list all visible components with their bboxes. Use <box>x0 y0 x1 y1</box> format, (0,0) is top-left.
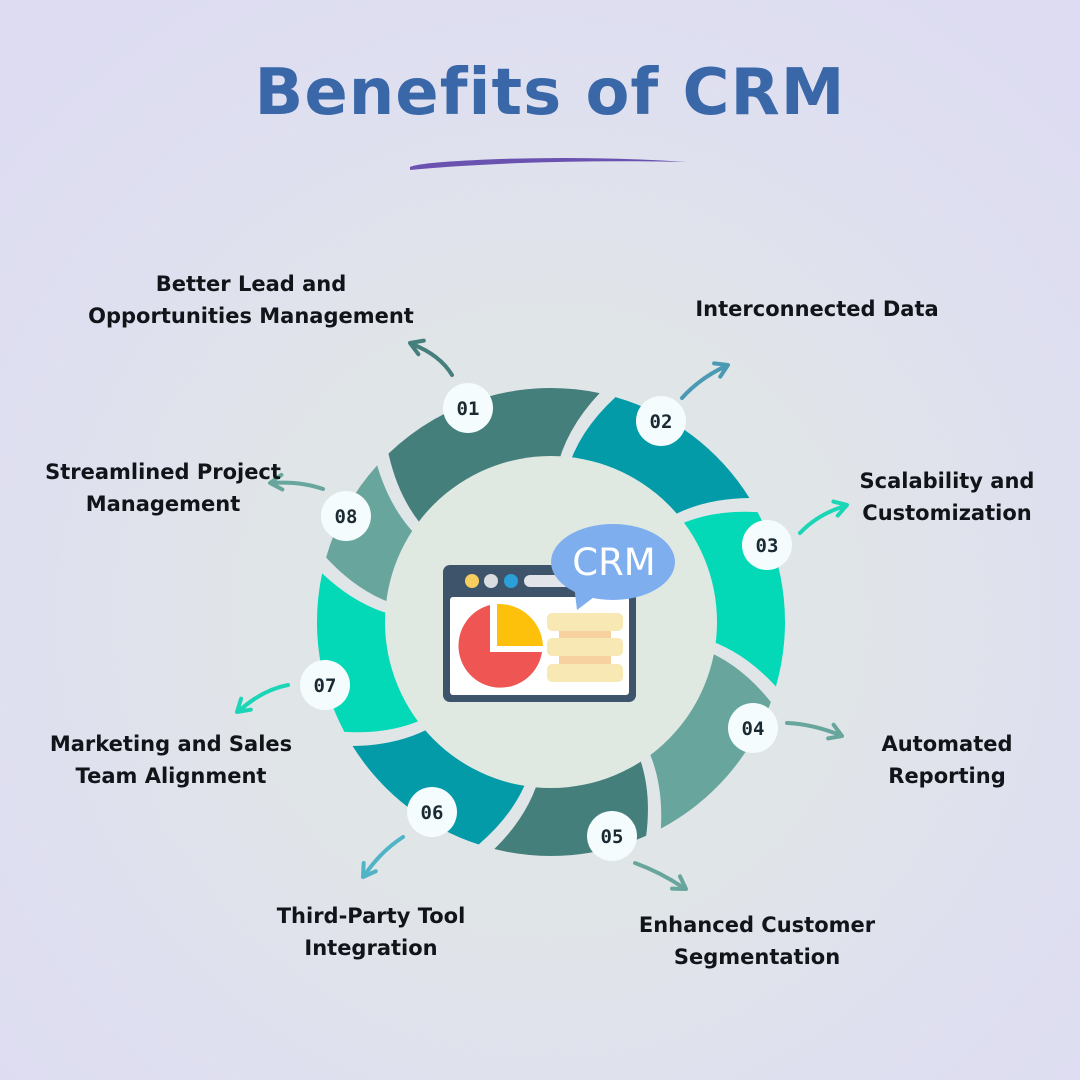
number-badge-02: 02 <box>636 396 686 446</box>
arrowhead-icon <box>831 499 849 518</box>
badge-number: 02 <box>650 411 673 433</box>
arrow-shaft <box>362 835 405 878</box>
arrow-03 <box>798 499 849 535</box>
benefit-label-line: Better Lead and <box>155 272 347 296</box>
window-dot-yellow <box>465 574 479 588</box>
benefit-label-line: Scalability and <box>859 469 1035 493</box>
benefit-label-line: Reporting <box>888 764 1006 788</box>
number-badge-01: 01 <box>443 383 493 433</box>
arrow-04 <box>785 721 844 741</box>
number-badge-03: 03 <box>742 520 792 570</box>
badge-circle <box>407 787 457 837</box>
arrow-08 <box>268 472 325 492</box>
arrowhead-icon <box>361 861 378 879</box>
page-title: Benefits of CRM <box>254 56 846 130</box>
number-badge-08: 08 <box>321 491 371 541</box>
benefit-label-line: Opportunities Management <box>88 304 414 328</box>
speech-bubble-tail <box>574 585 598 610</box>
benefit-label-line: Integration <box>304 936 438 960</box>
crm-dashboard-icon: CRM <box>443 524 675 702</box>
arrow-shaft <box>237 683 290 713</box>
benefit-label-02: Interconnected Data <box>695 293 938 325</box>
benefit-label-line: Management <box>85 492 241 516</box>
benefit-label-line: Interconnected Data <box>695 297 939 321</box>
ring-segment-04 <box>643 648 771 829</box>
badge-circle <box>728 703 778 753</box>
badge-number: 01 <box>457 398 480 420</box>
arrow-01 <box>408 338 454 377</box>
arrow-shaft <box>633 861 686 890</box>
arrowhead-icon <box>826 722 844 741</box>
ring-segment-06 <box>352 722 531 845</box>
benefit-label-line: Automated <box>881 732 1013 756</box>
ring-segment-01 <box>388 388 600 534</box>
arrow-06 <box>361 835 405 879</box>
badge-circle <box>300 660 350 710</box>
window-dot-gray <box>484 574 498 588</box>
arrow-07 <box>235 683 290 714</box>
arrow-shaft <box>680 364 728 400</box>
benefit-label-line: Marketing and Sales <box>49 732 293 756</box>
db-row-3 <box>547 664 623 682</box>
badge-circle <box>742 520 792 570</box>
arrowhead-icon <box>235 696 253 714</box>
number-badge-07: 07 <box>300 660 350 710</box>
benefit-label-line: Customization <box>862 501 1032 525</box>
badge-number: 07 <box>314 675 337 697</box>
arrowhead-icon <box>408 338 426 357</box>
db-row-2 <box>547 638 623 656</box>
badge-number: 06 <box>421 802 444 824</box>
benefit-label-line: Enhanced Customer <box>638 913 876 937</box>
badge-number: 08 <box>335 506 358 528</box>
arrow-02 <box>680 361 730 400</box>
badge-circle <box>443 383 493 433</box>
badge-number: 04 <box>742 718 765 740</box>
number-badges: 01 02 03 04 05 06 07 08 <box>300 383 792 861</box>
benefit-label-line: Segmentation <box>673 945 841 969</box>
arrow-shaft <box>785 721 842 737</box>
badge-circle <box>636 396 686 446</box>
benefit-label-line: Third-Party Tool <box>276 904 466 928</box>
pie-slice-red <box>458 605 542 688</box>
title-underline <box>410 158 686 170</box>
arrow-shaft <box>270 480 325 491</box>
speech-bubble-text: CRM <box>572 541 655 584</box>
number-badge-05: 05 <box>587 811 637 861</box>
benefit-label-line: Streamlined Project <box>45 460 281 484</box>
benefit-label-line: Team Alignment <box>75 764 267 788</box>
pie-slice-yellow <box>497 603 543 646</box>
db-row-1 <box>547 613 623 631</box>
ring-segment-02 <box>566 397 750 522</box>
badge-circle <box>321 491 371 541</box>
badge-number: 03 <box>756 535 779 557</box>
arrow-shaft <box>410 342 454 377</box>
speech-bubble <box>551 524 675 600</box>
window-dot-blue <box>504 574 518 588</box>
arrowhead-icon <box>712 361 730 379</box>
badge-number: 05 <box>601 826 624 848</box>
arrowhead-icon <box>268 472 285 492</box>
badge-circle <box>587 811 637 861</box>
arrow-shaft <box>798 504 847 535</box>
number-badge-04: 04 <box>728 703 778 753</box>
arrowhead-icon <box>670 874 688 891</box>
arrow-05 <box>633 861 688 891</box>
number-badge-06: 06 <box>407 787 457 837</box>
arrows <box>235 338 849 891</box>
